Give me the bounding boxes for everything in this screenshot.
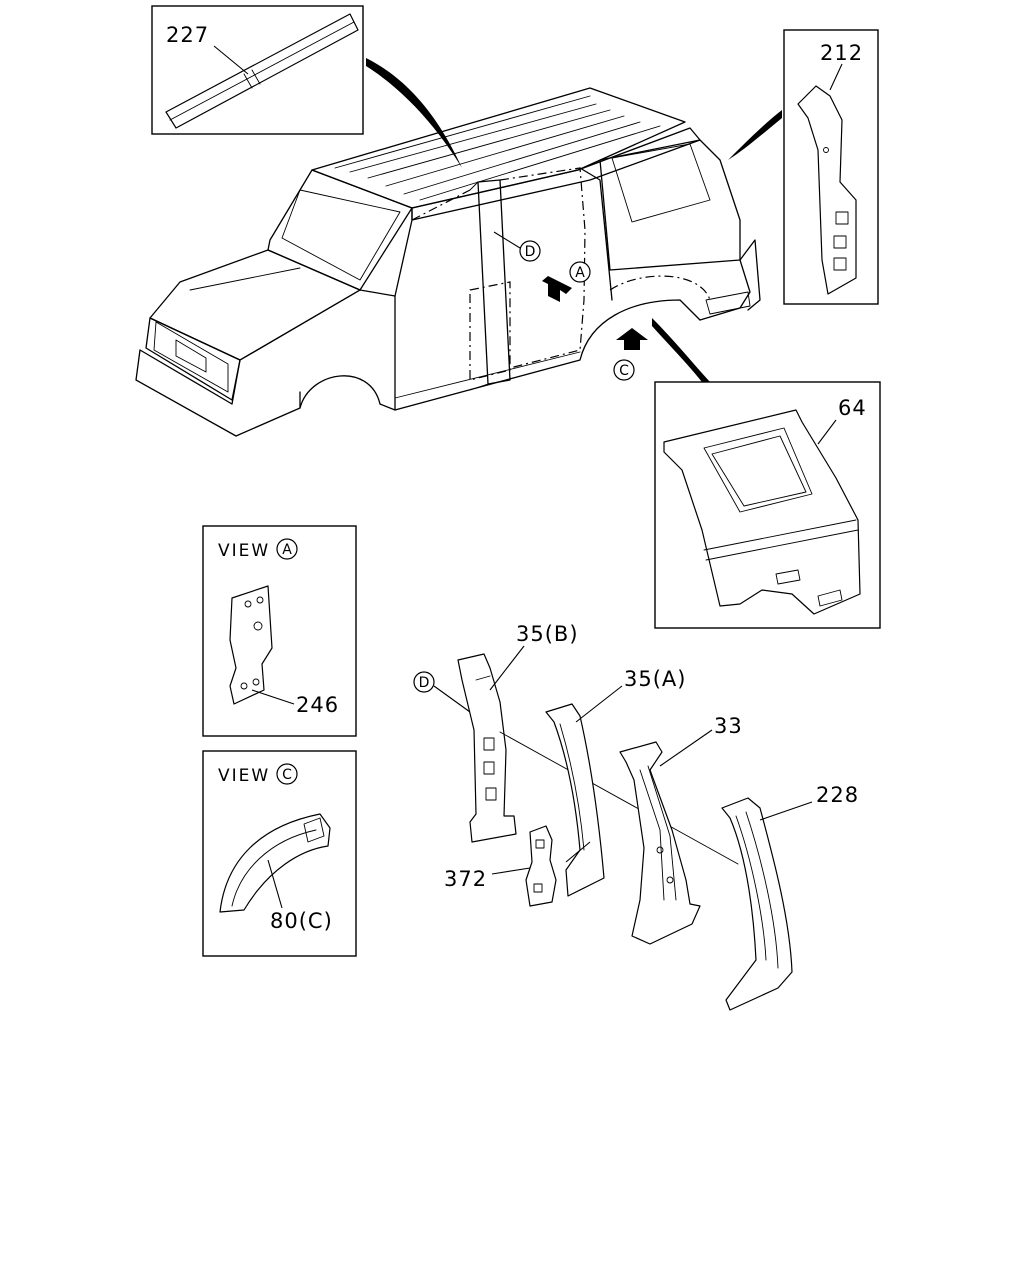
callout-246: 246	[296, 693, 339, 717]
view-a-arrow	[542, 276, 572, 302]
callout-64: 64	[838, 396, 867, 420]
callout-35a: 35(A)	[624, 667, 686, 691]
leader-swoosh-64	[652, 318, 710, 382]
leader-swoosh-227	[366, 58, 462, 168]
callout-33: 33	[714, 714, 743, 738]
svg-text:D: D	[525, 244, 536, 260]
callout-35b: 35(B)	[516, 622, 579, 646]
detail-box-212: 212	[783, 29, 879, 305]
part-33: 33	[619, 714, 743, 945]
part-372: 372	[444, 825, 591, 907]
vehicle-body-outline	[135, 87, 761, 437]
alignment-line	[499, 731, 739, 865]
view-c-title: VIEW	[218, 766, 270, 786]
callout-372: 372	[444, 867, 487, 891]
svg-text:D: D	[419, 675, 430, 691]
part-35a: 35(A)	[545, 667, 686, 897]
detail-box-227: 227	[151, 5, 364, 135]
svg-text:A: A	[575, 265, 585, 281]
callout-227: 227	[166, 23, 209, 47]
marker-d-parts: D	[413, 671, 471, 713]
view-a-box: VIEW A 246	[202, 525, 357, 737]
marker-d-vehicle: D	[493, 231, 541, 262]
view-c-box: VIEW C 80(C)	[202, 750, 357, 957]
callout-212: 212	[820, 41, 863, 65]
detail-box-64: 64	[654, 381, 881, 629]
callout-80c: 80(C)	[270, 909, 333, 933]
view-c-letter: C	[282, 767, 292, 783]
view-c-arrow	[616, 328, 648, 350]
marker-c-vehicle: C	[613, 359, 635, 381]
marker-a-vehicle: A	[569, 261, 591, 283]
view-a-title: VIEW	[218, 541, 270, 561]
part-228: 228	[721, 783, 859, 1011]
view-a-letter: A	[282, 542, 292, 558]
part-35b: 35(B)	[457, 622, 579, 843]
callout-228: 228	[816, 783, 859, 807]
leader-swoosh-212	[728, 110, 782, 160]
svg-text:C: C	[619, 363, 629, 379]
